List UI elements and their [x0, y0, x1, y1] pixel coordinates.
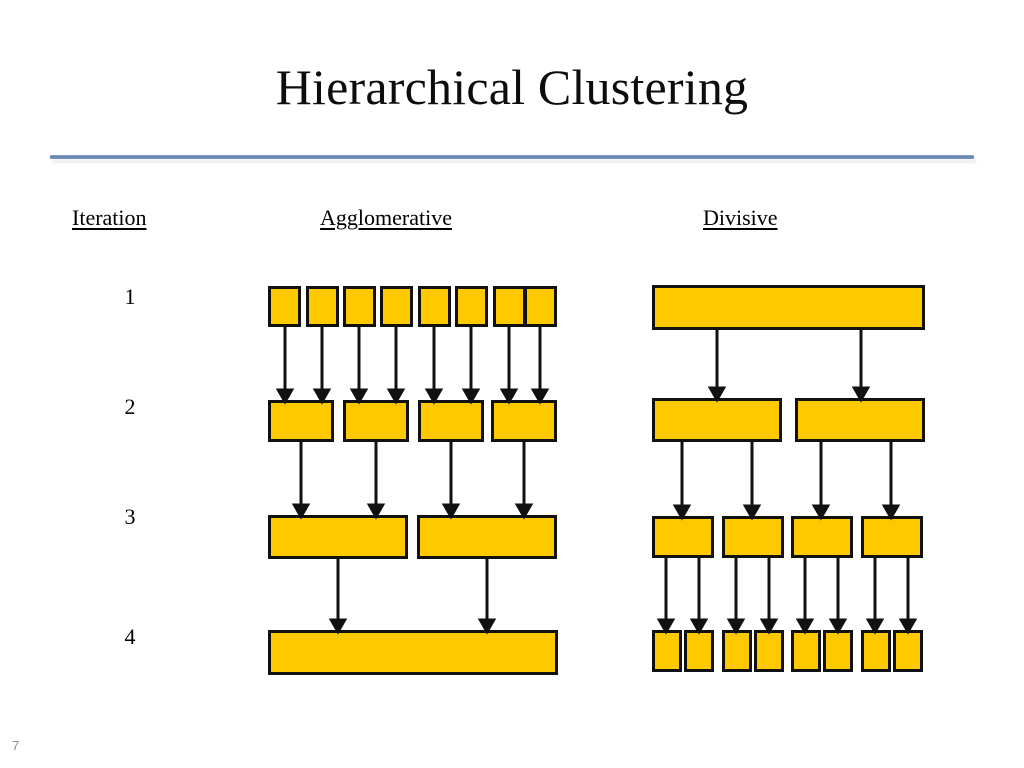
divisive-cluster-node-r3-3	[791, 516, 853, 558]
agglomerative-cluster-node-r1-4	[380, 286, 413, 327]
divisive-cluster-node-r4-1	[652, 630, 682, 672]
divisive-cluster-node-r4-4	[754, 630, 784, 672]
column-header-iteration: Iteration	[72, 205, 147, 230]
agglomerative-cluster-node-r1-7	[493, 286, 526, 327]
agglomerative-cluster-node-r1-6	[455, 286, 488, 327]
divisive-cluster-node-r4-7	[861, 630, 891, 672]
title-rule-shadow	[52, 160, 976, 163]
page-title: Hierarchical Clustering	[275, 59, 749, 115]
agglomerative-cluster-node-r1-8	[524, 286, 557, 327]
iteration-label-1: 1	[124, 284, 136, 309]
agglomerative-cluster-node-r2-1	[268, 400, 334, 442]
agglomerative-cluster-node-r1-5	[418, 286, 451, 327]
agglomerative-cluster-node-r1-3	[343, 286, 376, 327]
page-number: 7	[12, 738, 20, 753]
divisive-cluster-node-r1-1	[652, 285, 925, 330]
divisive-cluster-node-r4-6	[823, 630, 853, 672]
agglomerative-cluster-node-r1-1	[268, 286, 301, 327]
divisive-cluster-node-r4-2	[684, 630, 714, 672]
divisive-cluster-node-r4-3	[722, 630, 752, 672]
divisive-cluster-node-r2-1	[652, 398, 782, 442]
agglomerative-cluster-node-r4-1	[268, 630, 558, 675]
iteration-label-4: 4	[124, 624, 136, 649]
agglomerative-cluster-node-r2-3	[418, 400, 484, 442]
divisive-cluster-node-r4-5	[791, 630, 821, 672]
divisive-cluster-node-r3-1	[652, 516, 714, 558]
iteration-label-2: 2	[124, 394, 136, 419]
agglomerative-cluster-node-r2-2	[343, 400, 409, 442]
divisive-cluster-node-r4-8	[893, 630, 923, 672]
iteration-label-3: 3	[124, 504, 136, 529]
column-header-divisive: Divisive	[703, 205, 778, 230]
divisive-cluster-node-r3-4	[861, 516, 923, 558]
agglomerative-cluster-node-r3-2	[417, 515, 557, 559]
divisive-cluster-node-r3-2	[722, 516, 784, 558]
agglomerative-cluster-node-r1-2	[306, 286, 339, 327]
title-divider	[50, 155, 974, 159]
column-header-agglomerative: Agglomerative	[320, 205, 452, 230]
agglomerative-cluster-node-r2-4	[491, 400, 557, 442]
agglomerative-cluster-node-r3-1	[268, 515, 408, 559]
divisive-cluster-node-r2-2	[795, 398, 925, 442]
